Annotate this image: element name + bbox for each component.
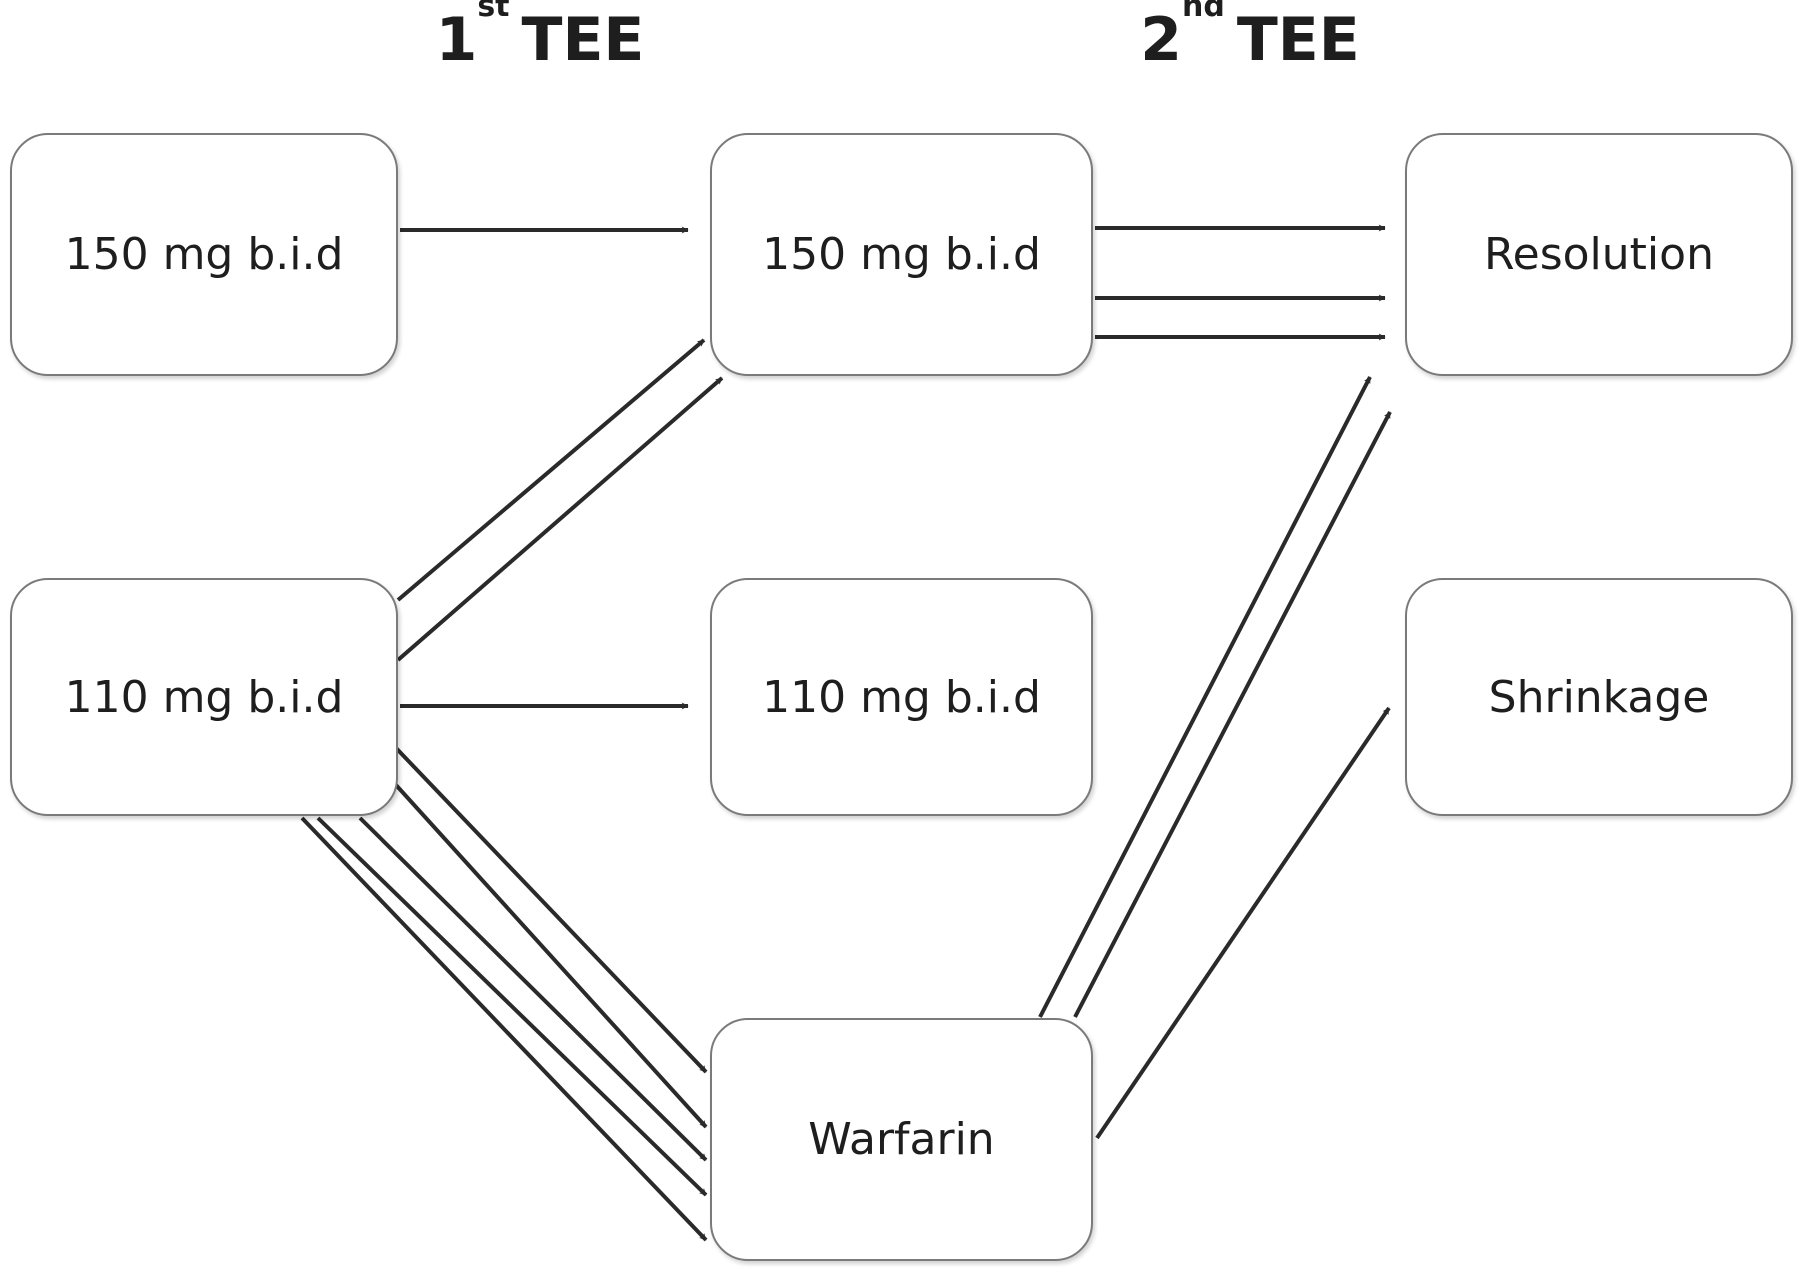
first-tee-110mg-box: 110 mg b.i.d <box>10 578 398 816</box>
node-label: Warfarin <box>808 1114 995 1165</box>
second-tee-number: 2 <box>1140 5 1182 75</box>
outcome-shrinkage-box: Shrinkage <box>1405 578 1793 816</box>
node-label: Shrinkage <box>1488 671 1710 723</box>
second-tee-header: 2nd TEE <box>1100 0 1400 80</box>
second-tee-110mg-box: 110 mg b.i.d <box>710 578 1093 816</box>
arrow-first110-to-warfarin <box>358 816 708 1162</box>
first-tee-label: TEE <box>521 5 645 75</box>
arrow-warfarin-to-shrinkage <box>1095 706 1391 1140</box>
node-label: 110 mg b.i.d <box>762 671 1041 723</box>
arrow-first110-to-warfarin <box>316 816 708 1197</box>
outcome-resolution-box: Resolution <box>1405 133 1793 376</box>
second-tee-150mg-box: 150 mg b.i.d <box>710 133 1093 376</box>
arrow-first110-to-second150 <box>396 338 706 602</box>
first-tee-150mg-box: 150 mg b.i.d <box>10 133 398 376</box>
first-tee-number: 1 <box>435 5 478 75</box>
arrow-first110-to-second150 <box>396 376 724 662</box>
arrow-warfarin-to-resolution <box>1038 376 1372 1018</box>
node-label: Resolution <box>1484 229 1714 280</box>
node-label: 150 mg b.i.d <box>64 229 344 280</box>
arrow-first110-to-warfarin <box>394 746 708 1074</box>
arrow-first110-to-warfarin <box>394 783 708 1129</box>
arrow-first110-to-warfarin <box>300 816 708 1242</box>
arrow-warfarin-to-resolution <box>1073 411 1392 1018</box>
second-tee-label: TEE <box>1236 5 1360 75</box>
first-tee-suffix: st <box>477 0 510 24</box>
second-tee-warfarin-box: Warfarin <box>710 1018 1093 1261</box>
node-label: 150 mg b.i.d <box>762 229 1041 280</box>
node-label: 110 mg b.i.d <box>64 671 344 723</box>
second-tee-suffix: nd <box>1182 0 1225 24</box>
first-tee-header: 1st TEE <box>400 0 680 80</box>
